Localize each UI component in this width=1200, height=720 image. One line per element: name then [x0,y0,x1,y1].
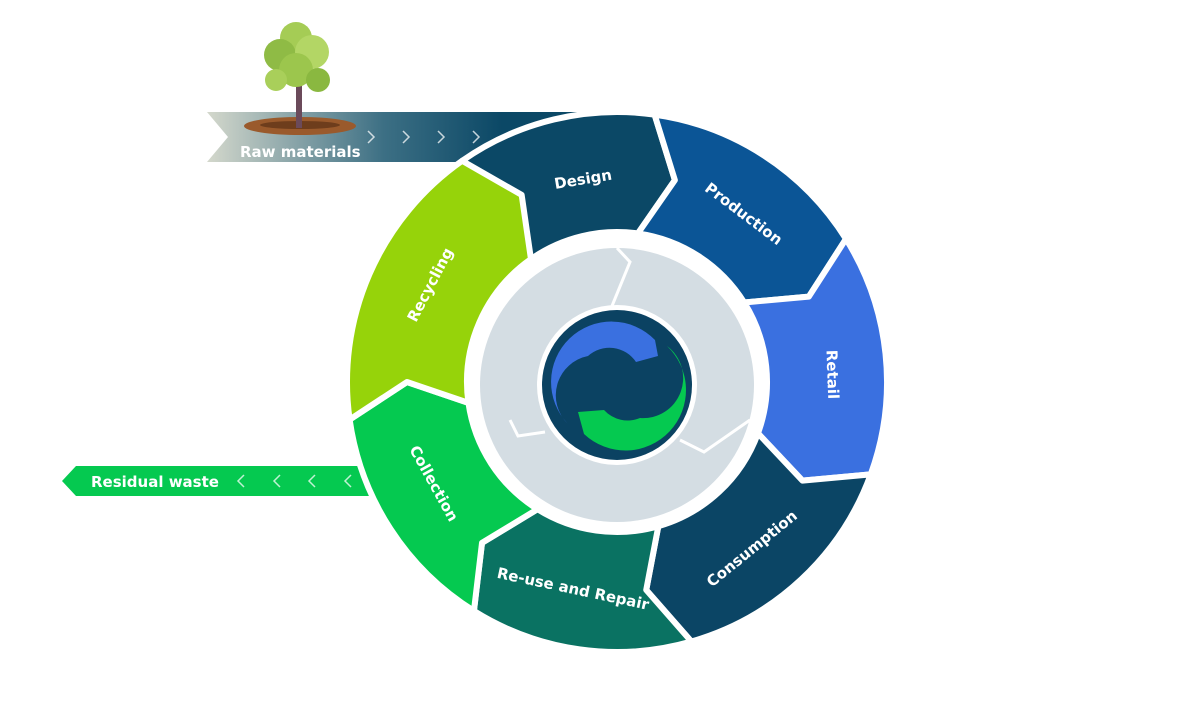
stage-label: Retail [823,350,843,400]
arrow-chevrons-right-icon [367,130,481,144]
residual-waste-banner: Residual waste [62,466,372,496]
center-hub [469,237,765,533]
circular-arrows-logo-icon [551,321,686,451]
residual-waste-label: Residual waste [91,473,219,491]
tree-icon [244,22,356,135]
raw-materials-label: Raw materials [240,143,361,161]
stage-segment-recycling [344,157,534,423]
arrow-chevrons-left-icon [236,474,352,488]
